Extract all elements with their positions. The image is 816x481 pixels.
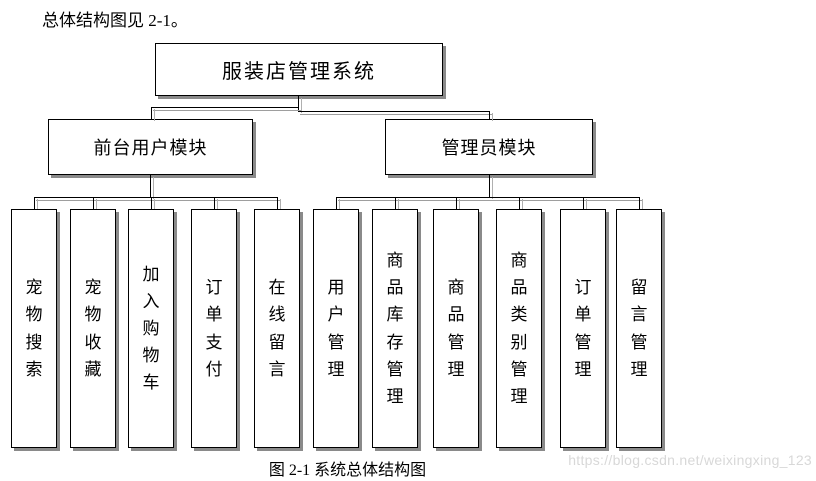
connector-stub-inventory: [395, 197, 396, 209]
leaf-box-product-management: 商品管理: [433, 209, 479, 448]
module-box-frontend-user: 前台用户模块: [48, 119, 253, 175]
leaf-box-order-management: 订单管理: [560, 209, 606, 448]
connector-stub-pay: [214, 197, 215, 209]
connector-stub-cart: [151, 197, 152, 209]
leaf-label: 用户管理: [327, 278, 345, 379]
intro-paragraph: 总体结构图见 2-1。: [42, 11, 188, 30]
leaf-label: 商品类别管理: [510, 250, 528, 406]
connector-frontend-stem: [150, 175, 151, 197]
leaf-label: 商品库存管理: [386, 250, 404, 406]
connector-drop-admin: [489, 111, 490, 119]
leaf-box-online-message: 在线留言: [254, 209, 300, 448]
leaf-box-pet-search: 宠物搜索: [11, 209, 57, 448]
leaf-label: 宠物收藏: [84, 278, 102, 379]
connector-root-h-right: [298, 111, 490, 112]
watermark-text: https://blog.csdn.net/weixingxing_123: [568, 452, 812, 468]
leaf-label: 商品管理: [447, 278, 465, 379]
leaf-label: 订单支付: [205, 278, 223, 379]
root-box-system: 服装店管理系统: [155, 43, 443, 96]
connector-root-h-left: [151, 107, 299, 108]
leaf-box-category-management: 商品类别管理: [496, 209, 542, 448]
leaf-box-user-management: 用户管理: [313, 209, 359, 448]
leaf-label: 加入购物车: [142, 264, 160, 393]
connector-stub-product: [456, 197, 457, 209]
leaf-label: 在线留言: [268, 278, 286, 379]
connector-stub-pet-fav: [93, 197, 94, 209]
leaf-label: 留言管理: [630, 278, 648, 379]
leaf-label: 订单管理: [574, 278, 592, 379]
connector-frontend-rail: [34, 197, 278, 198]
leaf-label: 宠物搜索: [25, 278, 43, 379]
connector-root-stem: [298, 96, 299, 111]
module-frontend-label: 前台用户模块: [93, 138, 208, 158]
connector-drop-frontend: [151, 107, 152, 119]
connector-stub-order: [583, 197, 584, 209]
root-box-label: 服装店管理系统: [222, 61, 376, 83]
connector-stub-msg-mgmt: [639, 197, 640, 209]
connector-stub-user-mgmt: [336, 197, 337, 209]
connector-stub-message: [277, 197, 278, 209]
connector-admin-rail: [336, 197, 640, 198]
connector-admin-stem: [489, 175, 490, 197]
leaf-box-order-payment: 订单支付: [191, 209, 237, 448]
connector-stub-category: [519, 197, 520, 209]
connector-stub-pet-search: [34, 197, 35, 209]
leaf-box-inventory-management: 商品库存管理: [372, 209, 418, 448]
leaf-box-pet-favorites: 宠物收藏: [70, 209, 116, 448]
leaf-box-message-management: 留言管理: [616, 209, 662, 448]
leaf-box-add-to-cart: 加入购物车: [128, 209, 174, 448]
figure-caption: 图 2-1 系统总体结构图: [268, 462, 427, 479]
module-admin-label: 管理员模块: [441, 138, 537, 158]
module-box-admin: 管理员模块: [385, 119, 593, 175]
